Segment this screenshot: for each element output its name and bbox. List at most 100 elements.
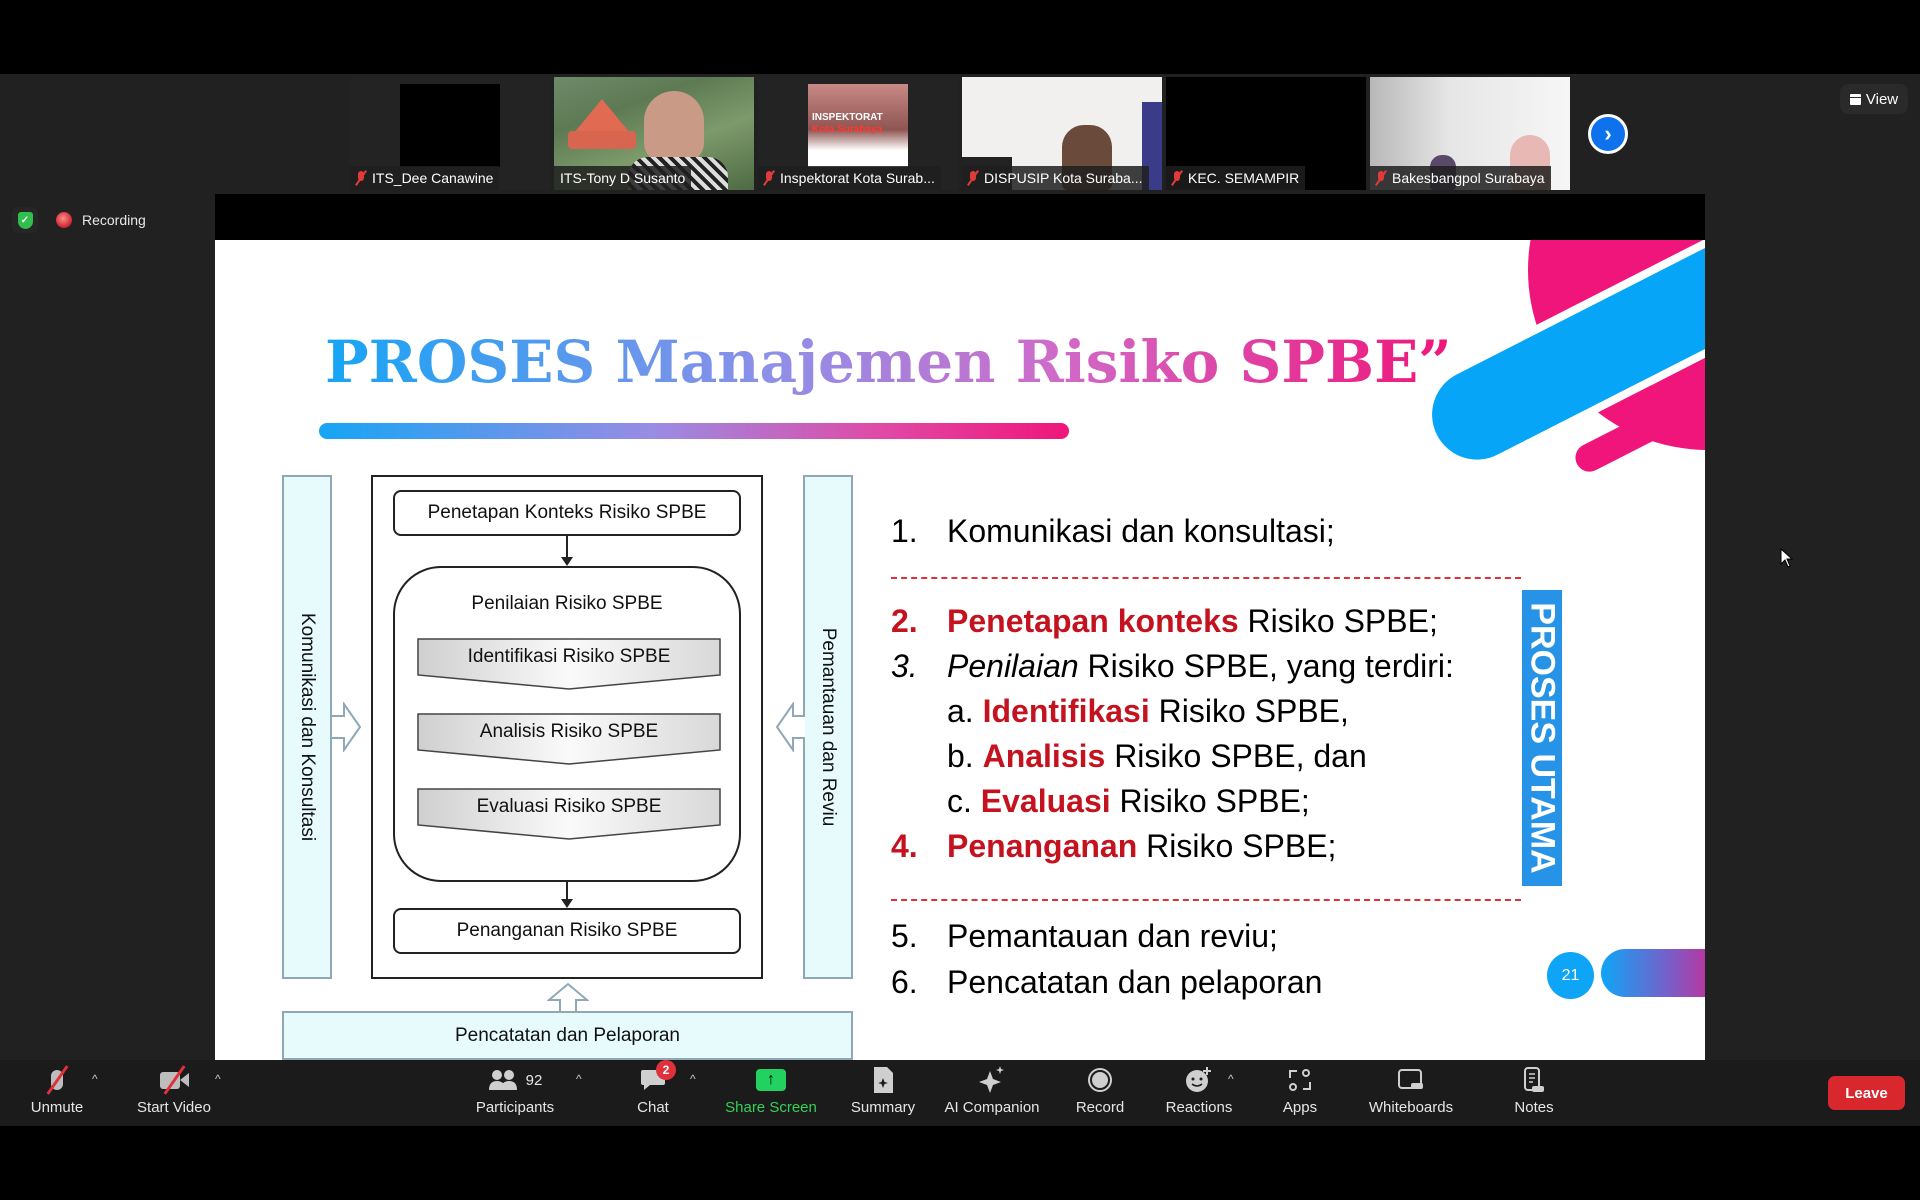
participant-name: Bakesbangpol Surabaya: [1392, 170, 1545, 186]
list-text: Risiko SPBE;: [1137, 828, 1337, 864]
dashed-divider: [891, 899, 1521, 901]
start-video-button[interactable]: Start Video: [132, 1064, 216, 1122]
arrow-right-hollow-icon: [332, 702, 362, 752]
chevron-right-icon: ›: [1604, 121, 1612, 146]
apps-button[interactable]: Apps: [1280, 1064, 1320, 1122]
unmute-button[interactable]: Unmute: [26, 1064, 88, 1122]
participants-button[interactable]: 92 Participants: [472, 1064, 558, 1122]
muted-mic-icon: [1376, 170, 1386, 186]
list-text: Risiko SPBE,: [1149, 693, 1349, 729]
proses-utama-tag: PROSES UTAMA: [1522, 590, 1562, 886]
list-text: Risiko SPBE;: [1110, 783, 1310, 819]
chat-options-caret[interactable]: ^: [690, 1072, 696, 1086]
dashed-divider: [891, 577, 1521, 579]
group-label: Penilaian Risiko SPBE: [471, 593, 663, 614]
reactions-options-caret[interactable]: ^: [1228, 1072, 1234, 1086]
muted-microphone-icon: [46, 1064, 68, 1096]
reactions-smiley-icon: [1185, 1064, 1213, 1096]
leave-button[interactable]: Leave: [1828, 1076, 1905, 1110]
slide-title: PROSES Manajemen Risiko SPBE”: [325, 328, 1452, 396]
whiteboards-button[interactable]: Whiteboards: [1366, 1064, 1456, 1122]
list-item-3b: b. Analisis Risiko SPBE, dan: [947, 738, 1367, 775]
step-label: Identifikasi Risiko SPBE: [467, 646, 671, 667]
record-button[interactable]: Record: [1074, 1064, 1126, 1122]
participants-options-caret[interactable]: ^: [576, 1072, 582, 1086]
diagram-step-analisis: Analisis Risiko SPBE: [417, 713, 721, 765]
slide-page-number: 21: [1547, 952, 1594, 999]
summary-button[interactable]: Summary: [848, 1064, 918, 1122]
next-participants-button[interactable]: ›: [1588, 114, 1628, 154]
list-text: Risiko SPBE, yang terdiri:: [1078, 648, 1454, 684]
participant-tile-active-speaker[interactable]: ITS-Tony D Susanto: [554, 77, 754, 190]
green-shield-check-icon: ✓: [17, 211, 33, 229]
step-label: Analisis Risiko SPBE: [479, 721, 659, 742]
top-black-bar: [0, 0, 1920, 74]
right-bar-label: Pemantauan dan Reviu: [818, 627, 839, 827]
whiteboards-label: Whiteboards: [1368, 1099, 1454, 1116]
mouse-cursor-icon: [1780, 548, 1794, 568]
building-shape: [568, 131, 636, 149]
list-text: Komunikasi dan konsultasi;: [947, 513, 1335, 549]
arrow-down-icon: [561, 882, 573, 908]
view-button[interactable]: View: [1840, 84, 1908, 114]
participant-tile[interactable]: ITS_Dee Canawine: [350, 77, 550, 190]
participant-name: KEC. SEMAMPIR: [1188, 170, 1300, 186]
list-text: Pencatatan dan pelaporan: [947, 964, 1323, 1000]
proses-utama-label: PROSES UTAMA: [1523, 602, 1562, 874]
record-label: Record: [1075, 1099, 1125, 1116]
list-item-3c: c. Evaluasi Risiko SPBE;: [947, 783, 1310, 820]
recording-indicator[interactable]: Recording: [56, 212, 146, 228]
participant-namebar: Inspektorat Kota Surab...: [758, 166, 941, 190]
apps-icon: [1288, 1064, 1312, 1096]
arrow-left-hollow-icon: [775, 702, 805, 752]
video-options-caret[interactable]: ^: [215, 1072, 221, 1086]
ai-companion-button[interactable]: AI Companion: [942, 1064, 1042, 1122]
list-number: 2.: [891, 603, 918, 639]
apps-label: Apps: [1282, 1099, 1318, 1116]
diagram-main-box: [371, 475, 763, 979]
step-label: Evaluasi Risiko SPBE: [476, 796, 662, 817]
participant-tile[interactable]: INSPEKTORAT Kota Surabaya Inspektorat Ko…: [758, 77, 958, 190]
muted-mic-icon: [356, 170, 366, 186]
notes-button[interactable]: Notes: [1510, 1064, 1558, 1122]
list-text: Risiko SPBE;: [1238, 603, 1438, 639]
participant-tile[interactable]: Bakesbangpol Surabaya: [1370, 77, 1570, 190]
chat-button[interactable]: 2 Chat: [630, 1060, 676, 1122]
list-item-4: 4.Penanganan Risiko SPBE;: [891, 828, 1336, 865]
participants-label: Participants: [475, 1099, 555, 1116]
participant-tile[interactable]: DISPUSIP Kota Suraba...: [962, 77, 1162, 190]
video-off-placeholder: [400, 84, 500, 167]
list-text: Risiko SPBE, dan: [1105, 738, 1367, 774]
diagram-bottom-bar: Pencatatan dan Pelaporan: [282, 1011, 853, 1060]
grid-view-icon: [1849, 93, 1861, 105]
diagram-group-penilaian: Penilaian Risiko SPBE Identifikasi Risik…: [393, 566, 741, 882]
diagram-box-penanganan: Penanganan Risiko SPBE: [393, 908, 741, 954]
participant-thumbnail-strip: ITS_Dee Canawine ITS-Tony D Susanto INSP…: [350, 77, 1570, 193]
notes-icon: [1523, 1064, 1545, 1096]
list-text: Pemantauan dan reviu;: [947, 918, 1278, 954]
bottom-black-bar: [0, 1126, 1920, 1200]
share-screen-arrow-icon: ↑: [756, 1069, 786, 1091]
participant-name: Inspektorat Kota Surab...: [780, 170, 935, 186]
participant-name: ITS-Tony D Susanto: [560, 170, 686, 186]
participant-tile[interactable]: KEC. SEMAMPIR: [1166, 77, 1366, 190]
share-screen-button[interactable]: ↑ Share Screen: [722, 1064, 820, 1122]
list-highlight: Identifikasi: [982, 693, 1150, 729]
roof-shape: [574, 99, 630, 133]
participant-namebar: KEC. SEMAMPIR: [1166, 166, 1306, 190]
record-icon: [1087, 1064, 1113, 1096]
security-button[interactable]: ✓: [12, 207, 38, 233]
chat-unread-badge: 2: [656, 1060, 676, 1080]
shared-slide: PROSES Manajemen Risiko SPBE” Komunikasi…: [215, 240, 1705, 1060]
audio-options-caret[interactable]: ^: [92, 1072, 98, 1086]
participant-video: [554, 77, 754, 190]
participant-namebar: ITS-Tony D Susanto: [554, 166, 692, 190]
participant-logo-video: INSPEKTORAT Kota Surabaya: [808, 84, 908, 167]
list-item-3: 3.Penilaian Risiko SPBE, yang terdiri:: [891, 648, 1454, 685]
diagram-left-bar: Komunikasi dan Konsultasi: [282, 475, 332, 979]
list-item-1: 1.Komunikasi dan konsultasi;: [891, 513, 1335, 550]
chat-bubble-icon: 2: [640, 1060, 676, 1096]
reactions-button[interactable]: Reactions: [1166, 1064, 1232, 1122]
list-item-6: 6.Pencatatan dan pelaporan: [891, 964, 1322, 1001]
list-number: 3.: [891, 648, 918, 684]
